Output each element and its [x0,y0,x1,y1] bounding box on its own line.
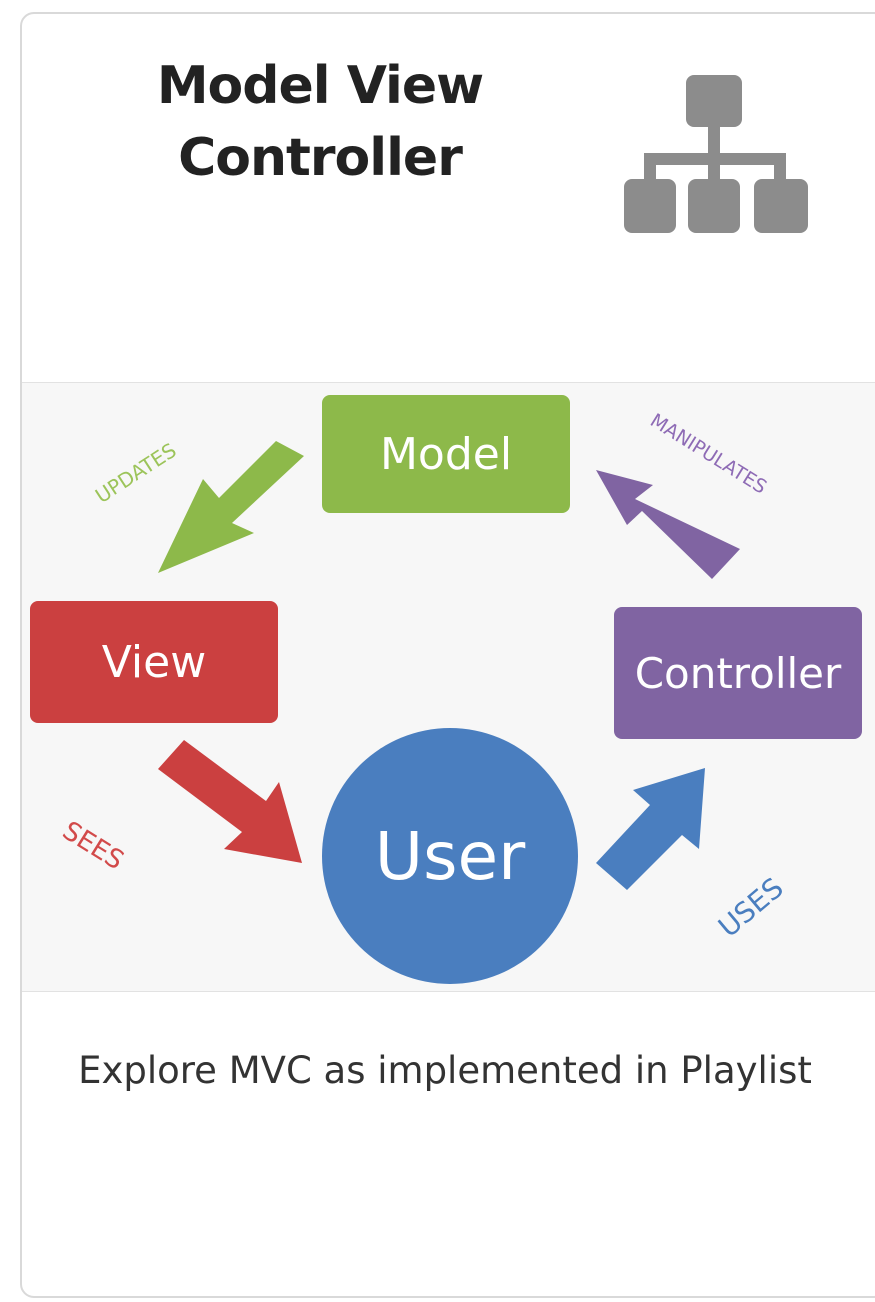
updates-arrow [158,441,304,573]
user-circle: User [322,728,578,984]
diagram-arrows [158,441,740,890]
uses-arrow [596,768,705,890]
card-title: Model View Controller [156,56,484,188]
sitemap-hierarchy-icon [624,75,808,233]
sees-arrow [158,740,302,863]
controller-box: Controller [614,607,862,739]
card-caption: Explore MVC as implemented in Playlist [78,1049,812,1092]
view-box: View [30,601,278,723]
mvc-diagram: Model View Controller User UPDATES MANIP… [22,382,875,992]
model-box: Model [322,395,570,513]
manipulates-arrow [596,470,740,579]
